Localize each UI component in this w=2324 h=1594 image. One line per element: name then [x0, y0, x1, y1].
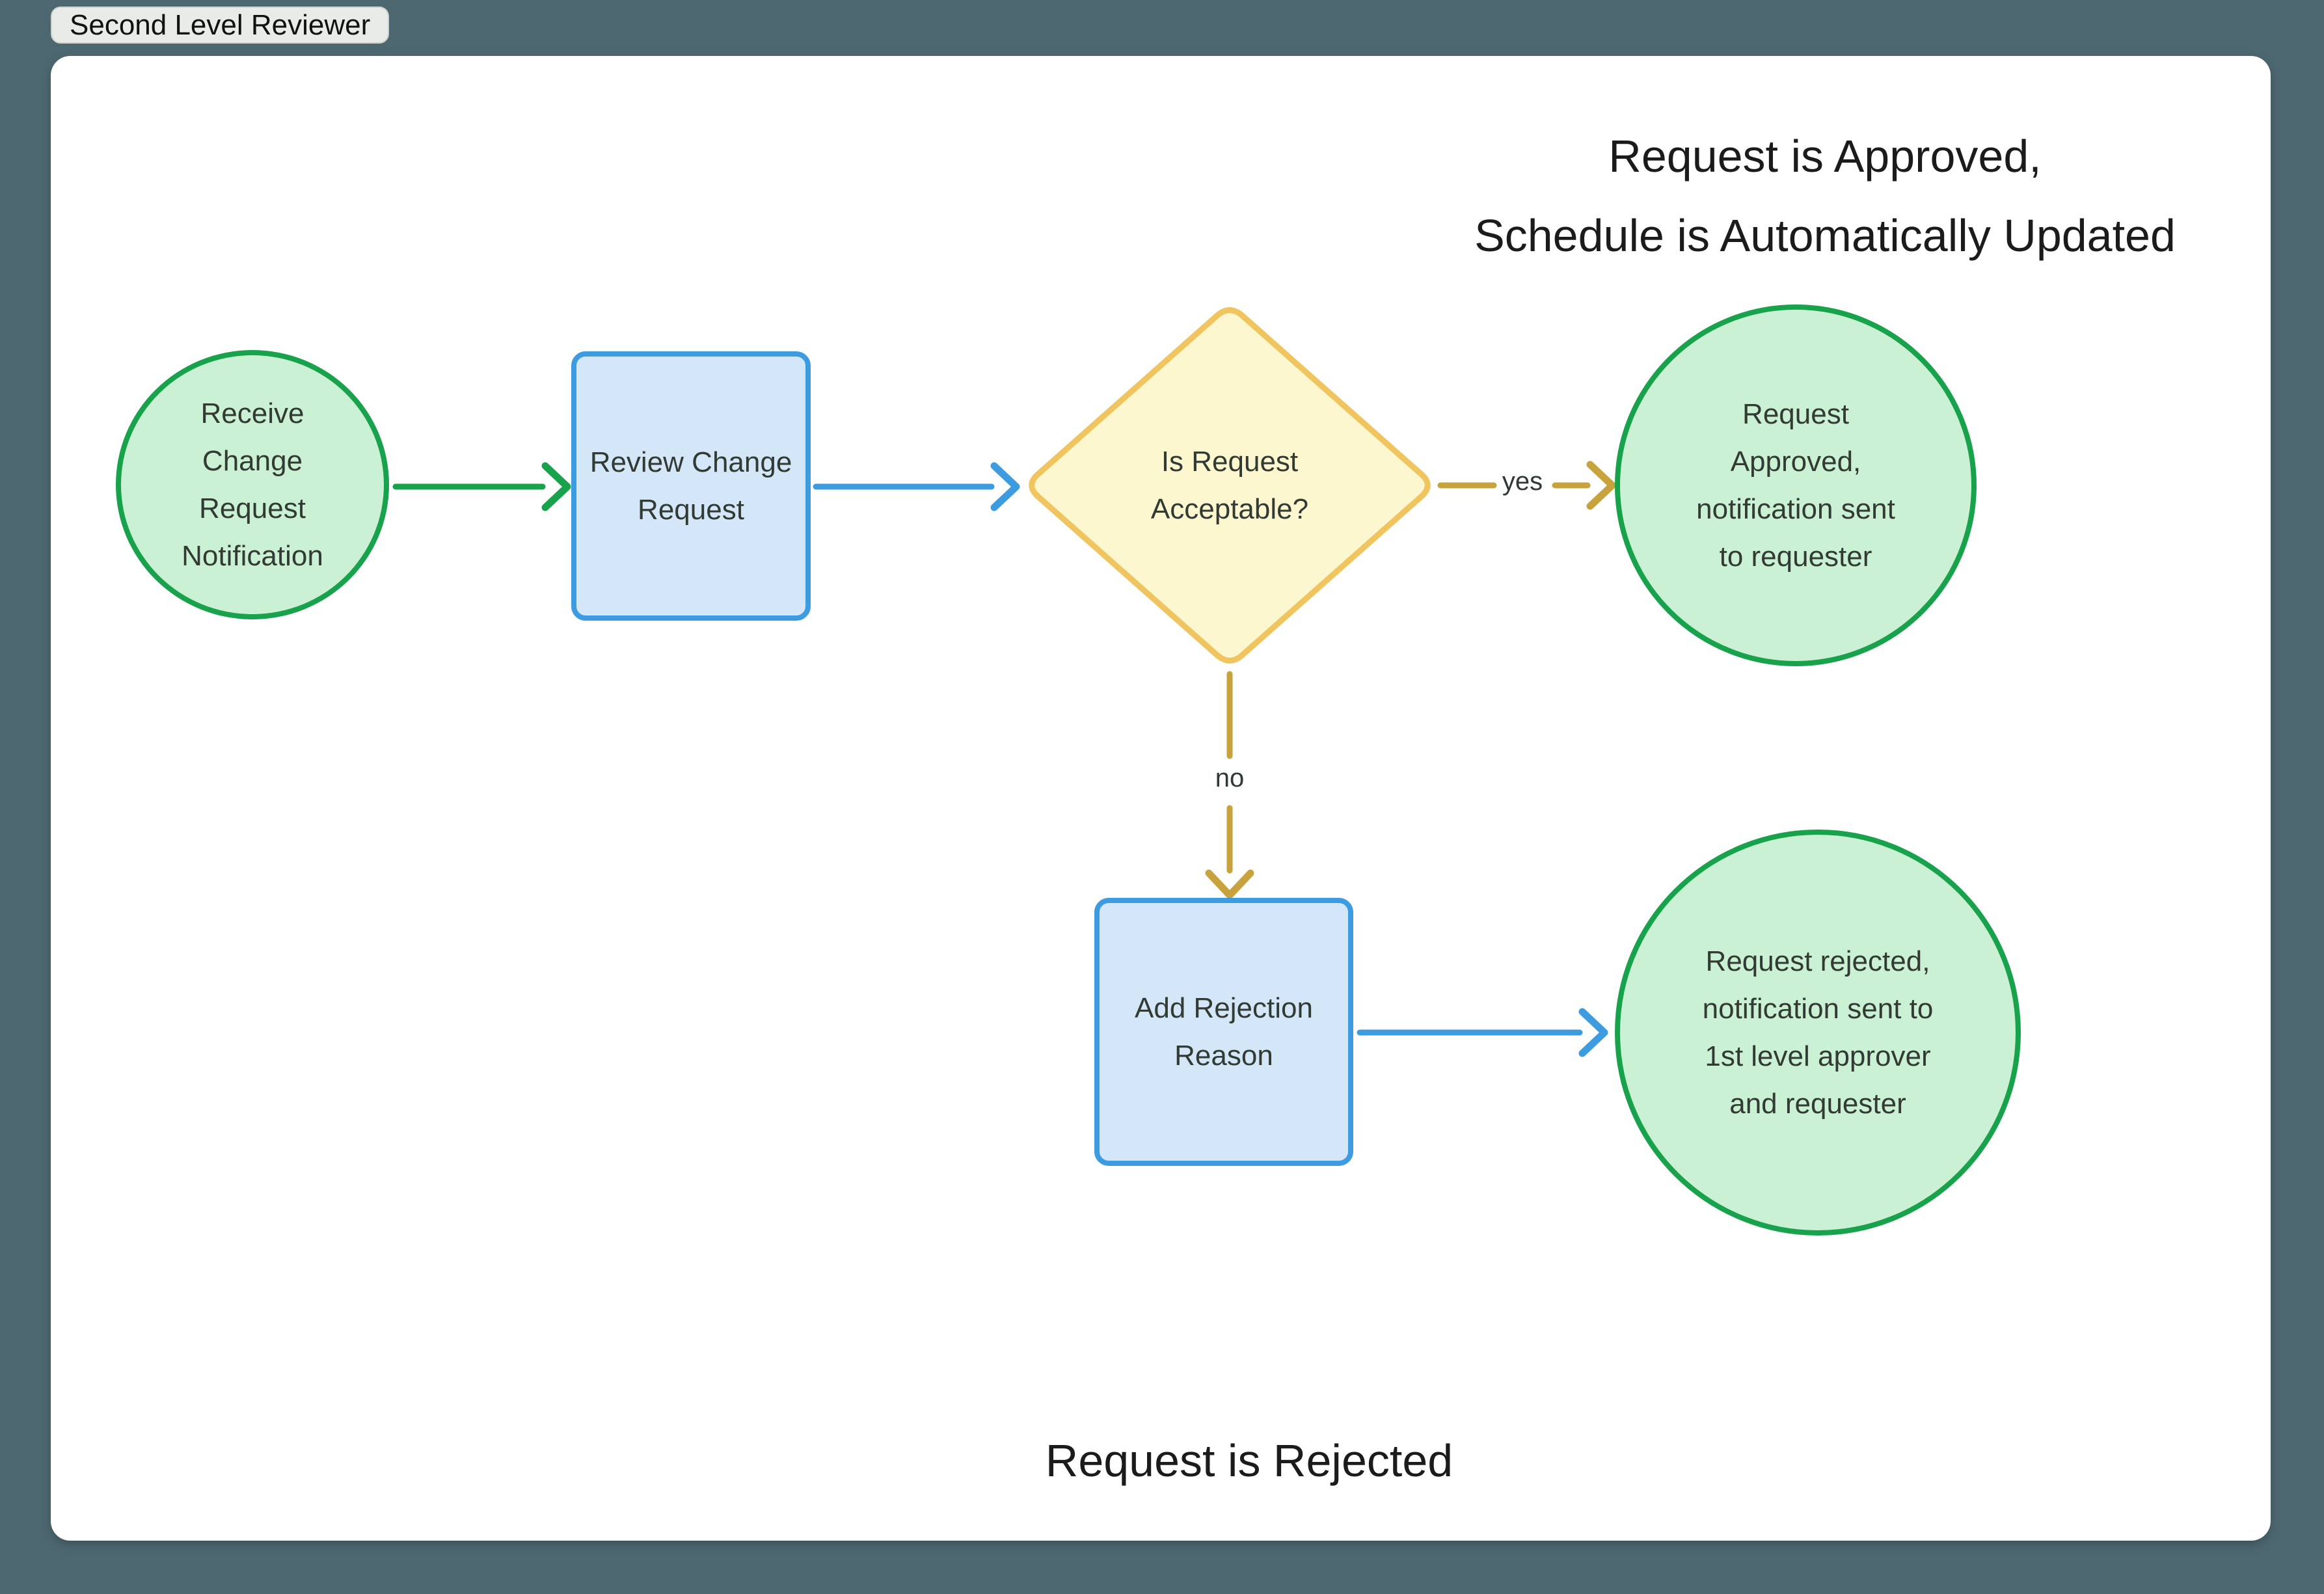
- node-review-change-request[interactable]: Review Change Request: [571, 351, 811, 621]
- frame-title-tag[interactable]: Second Level Reviewer: [51, 7, 390, 44]
- node-receive-change-request-notification[interactable]: Receive Change Request Notification: [116, 350, 389, 619]
- diagram-frame: [51, 56, 2271, 1541]
- node-request-approved[interactable]: Request Approved, notification sent to r…: [1615, 304, 1977, 666]
- node-add-rejection-reason[interactable]: Add Rejection Reason: [1094, 898, 1353, 1166]
- edge-label-no: no: [1215, 764, 1245, 792]
- node-decision-label[interactable]: Is Request Acceptable?: [1150, 446, 1309, 525]
- edge-label-yes: yes: [1502, 467, 1543, 496]
- node-request-rejected[interactable]: Request rejected, notification sent to 1…: [1615, 830, 2021, 1236]
- caption-request-rejected[interactable]: Request is Rejected: [1045, 1435, 1453, 1486]
- caption-request-approved[interactable]: Request is Approved, Schedule is Automat…: [1474, 131, 2176, 261]
